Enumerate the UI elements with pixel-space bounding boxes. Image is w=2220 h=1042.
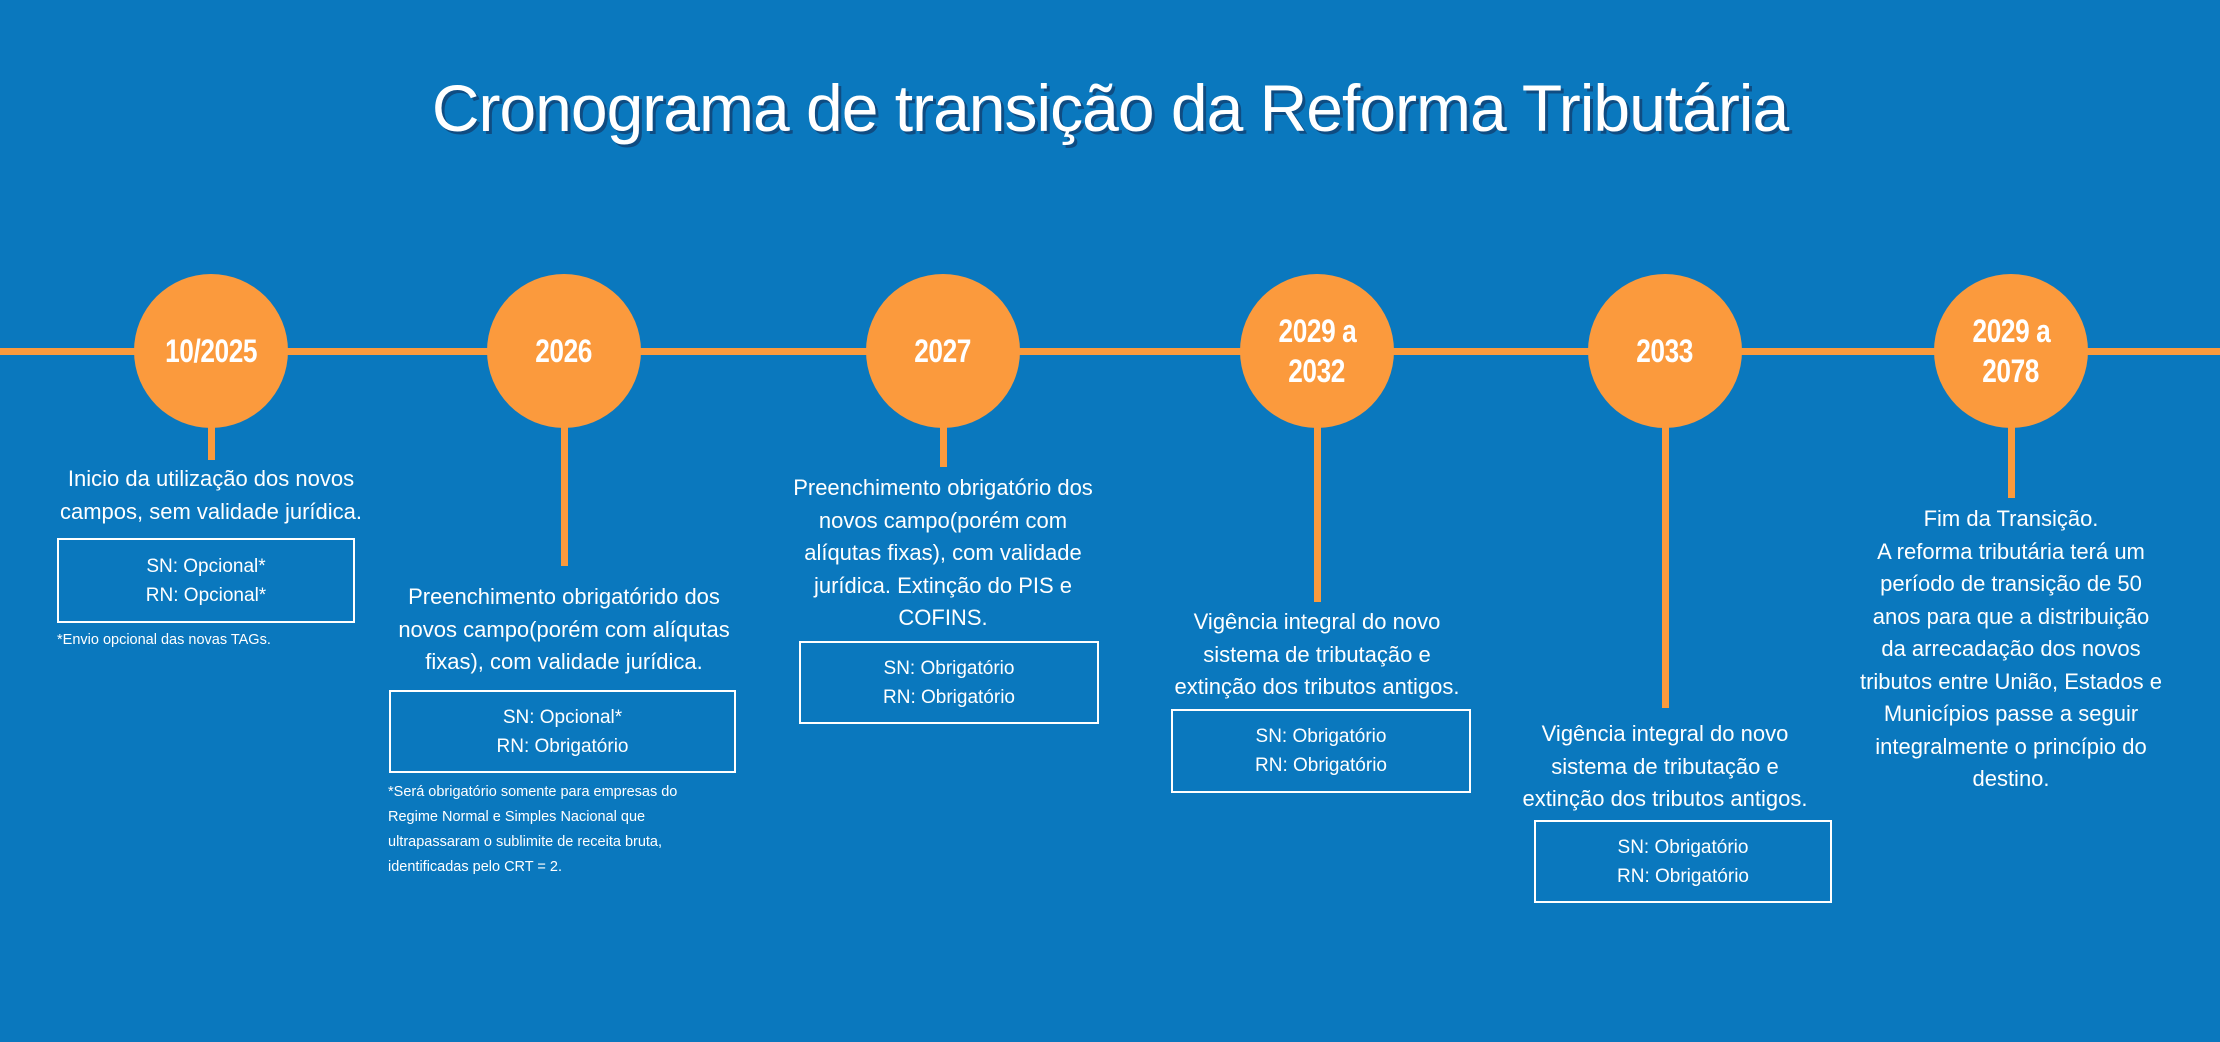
status-rn: RN: Opcional*: [145, 584, 267, 606]
description-line: novos campo(porém com: [818, 507, 1068, 533]
milestone-date-label: 2029 a: [1972, 313, 2050, 349]
status-sn: SN: Obrigatório: [1617, 836, 1749, 858]
footnote-line: identificadas pelo CRT = 2.: [388, 859, 562, 875]
milestone-footnote: *Será obrigatório somente para empresas …: [388, 780, 677, 880]
milestone-footnote: *Envio opcional das novas TAGs.: [57, 628, 271, 653]
milestone-description: Preenchimento obrigatórido dos novos camp…: [344, 581, 784, 679]
milestone-date-circle: 2033: [1588, 274, 1742, 428]
milestone-date-circle: 10/2025: [134, 274, 288, 428]
description-line: alíqutas fixas), com validade: [804, 540, 1082, 565]
description-line: A reforma tributária terá um: [1877, 538, 2145, 564]
milestone-date-circle: 2026: [487, 274, 641, 428]
description-line: período de transição de 50: [1880, 571, 2142, 596]
milestone-date-circle: 2027: [866, 274, 1020, 428]
description-line: extinção dos tributos antigos.: [1174, 674, 1460, 699]
description-line: sistema de tributação e: [1551, 753, 1779, 779]
description-line: COFINS.: [898, 605, 988, 630]
status-sn: SN: Obrigatório: [1255, 726, 1387, 747]
description-line: tributos entre União, Estados e: [1859, 668, 2163, 694]
description-line: Preenchimento obrigatório dos: [793, 475, 1093, 500]
milestone-stem: [940, 420, 947, 467]
milestone-date-label: 2029 a: [1278, 313, 1356, 349]
description-line: novos campo(porém com alíqutas: [398, 616, 730, 642]
description-line: sistema de tributação e: [1203, 641, 1431, 667]
status-rn: RN: Obrigatório: [883, 686, 1015, 708]
description-line: da arrecadação dos novos: [1881, 636, 2141, 661]
footnote-line: *Será obrigatório somente para empresas …: [388, 784, 678, 800]
status-sn: SN: Obrigatório: [883, 657, 1015, 679]
description-line: Vigência integral do novo: [1193, 609, 1441, 634]
status-rn: RN: Obrigatório: [1617, 865, 1749, 887]
description-line: Vigência integral do novo: [1541, 721, 1789, 746]
milestone-description: Preenchimento obrigatório dos novos campo…: [723, 472, 1163, 635]
milestone-date-circle: 2029 a 2032: [1240, 274, 1394, 428]
description-line: Inicio da utilização dos novos: [67, 466, 355, 491]
milestone-stem: [1662, 420, 1669, 708]
timeline-line: [0, 348, 2220, 355]
milestone-stem: [1314, 420, 1321, 602]
status-rn: RN: Obrigatório: [496, 735, 629, 757]
description-line: destino.: [1972, 766, 2050, 791]
status-sn: SN: Opcional*: [146, 555, 266, 577]
milestone-date-label: 2032: [1288, 353, 1346, 389]
status-box: SN: Opcional* RN: Obrigatório: [389, 690, 736, 773]
footnote-line: *Envio opcional das novas TAGs.: [57, 632, 271, 648]
description-line: fixas), com validade jurídica.: [425, 649, 703, 674]
description-line: Preenchimento obrigatórido dos: [408, 584, 720, 609]
milestone-stem: [208, 420, 215, 460]
milestone-stem: [2008, 420, 2015, 498]
description-line: extinção dos tributos antigos.: [1522, 786, 1808, 811]
description-line: Fim da Transição.: [1923, 506, 2099, 531]
milestone-description: Inicio da utilização dos novos campos, se…: [0, 463, 431, 528]
description-line: anos para que a distribuição: [1872, 603, 2150, 629]
status-box: SN: Opcional* RN: Opcional*: [57, 538, 355, 623]
milestone-date-label: 2027: [914, 333, 972, 369]
milestone-description: Vigência integral do novo sistema de trib…: [1097, 606, 1537, 704]
footnote-line: ultrapassaram o sublimite de receita bru…: [388, 834, 663, 850]
status-sn: SN: Opcional*: [502, 706, 623, 728]
milestone-date-label: 10/2025: [165, 333, 257, 369]
description-line: campos, sem validade jurídica.: [59, 498, 363, 524]
status-rn: RN: Obrigatório: [1255, 755, 1387, 776]
description-line: jurídica. Extinção do PIS e: [813, 572, 1073, 598]
description-line: Municípios passe a seguir: [1883, 701, 2139, 726]
milestone-date-circle: 2029 a 2078: [1934, 274, 2088, 428]
milestone-stem: [561, 420, 568, 566]
milestone-description: Vigência integral do novo sistema de trib…: [1445, 718, 1885, 816]
milestone-date-label: 2033: [1636, 333, 1694, 369]
milestone-date-label: 2026: [535, 333, 593, 369]
milestone-description: Fim da Transição. A reforma tributária te…: [1791, 503, 2220, 796]
footnote-line: Regime Normal e Simples Nacional que: [388, 809, 646, 825]
page-title: Cronograma de transição da Reforma Tribu…: [431, 71, 1789, 145]
milestone-date-label: 2078: [1982, 353, 2040, 389]
description-line: integralmente o princípio do: [1875, 733, 2147, 759]
